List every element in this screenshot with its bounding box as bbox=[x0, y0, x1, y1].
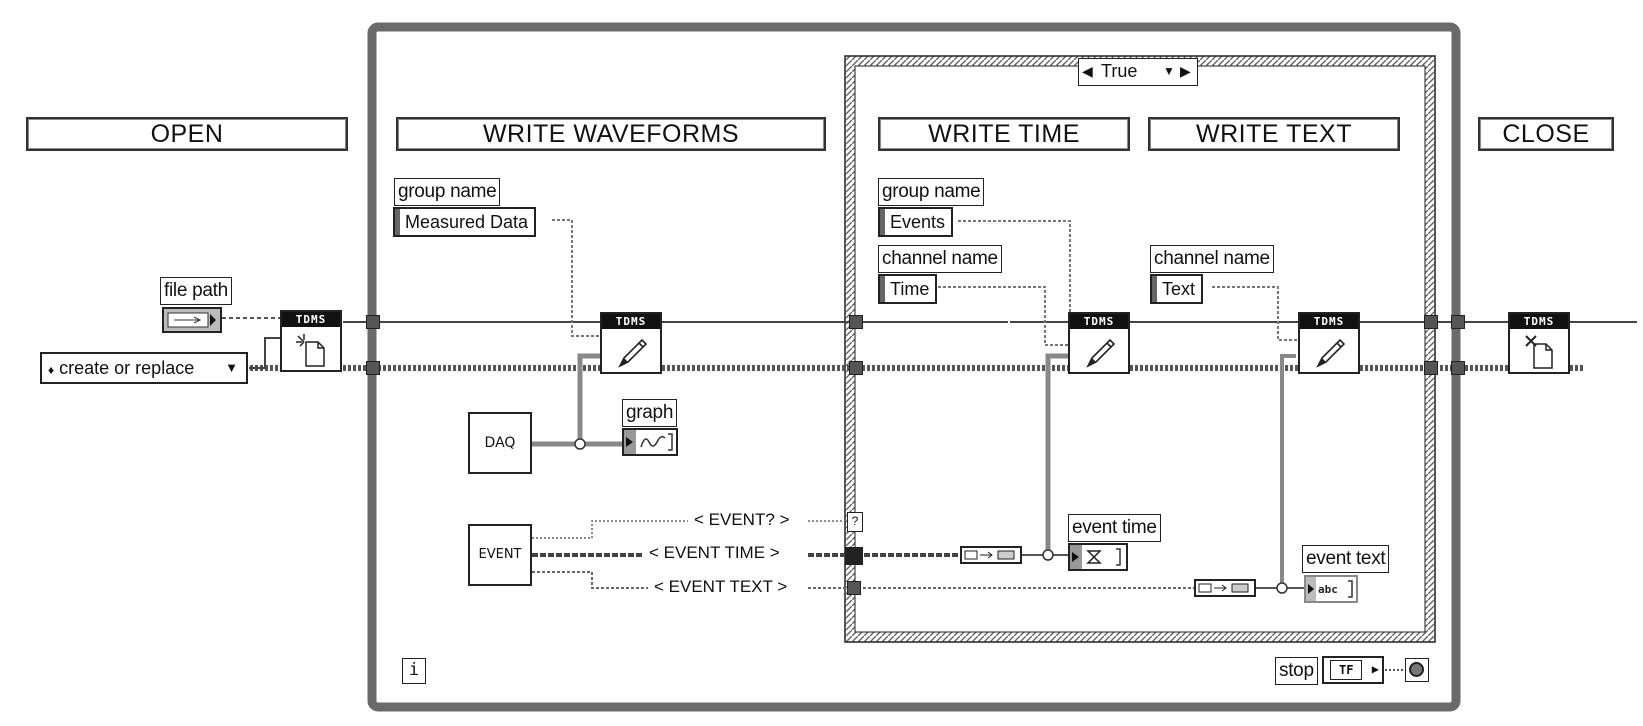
events-constant[interactable]: Events bbox=[878, 207, 954, 237]
tdms-header: TDMS bbox=[1510, 314, 1568, 329]
case-tunnel bbox=[845, 547, 863, 565]
bundle-icon bbox=[1198, 583, 1249, 593]
text-constant[interactable]: Text bbox=[1150, 274, 1204, 304]
event-time-indicator bbox=[1068, 543, 1128, 571]
waveform-icon bbox=[624, 430, 673, 454]
tdms-write-node[interactable]: TDMS bbox=[1068, 312, 1130, 374]
string-icon: abc bbox=[1306, 577, 1353, 601]
chevron-down-icon[interactable]: ▼ bbox=[225, 360, 238, 375]
graph-label: graph bbox=[622, 399, 678, 427]
tdms-header: TDMS bbox=[282, 312, 340, 327]
stop-label: stop bbox=[1275, 657, 1318, 685]
event-q-output: < EVENT? > bbox=[690, 510, 794, 530]
operation-value: create or replace bbox=[59, 358, 195, 378]
tdms-header: TDMS bbox=[602, 314, 660, 329]
tdms-write-node[interactable]: TDMS bbox=[600, 312, 662, 374]
section-write-text: WRITE TEXT bbox=[1148, 117, 1400, 151]
selector-terminal: ? bbox=[847, 512, 863, 532]
loop-tunnel bbox=[1451, 315, 1465, 329]
section-open: OPEN bbox=[26, 117, 348, 151]
event-text-output: < EVENT TEXT > bbox=[650, 577, 792, 597]
case-tunnel bbox=[1424, 315, 1438, 329]
loop-tunnel bbox=[366, 315, 380, 329]
timestamp-icon bbox=[1070, 545, 1121, 569]
event-node[interactable]: EVENT bbox=[468, 524, 532, 586]
channel-name-label: channel name bbox=[1150, 245, 1274, 273]
group-name-label: group name bbox=[878, 178, 985, 206]
bundle-icon bbox=[964, 550, 1015, 560]
path-icon bbox=[167, 312, 216, 328]
tdms-header: TDMS bbox=[1300, 314, 1358, 329]
case-selector[interactable]: ◀ True ▼ ▶ bbox=[1078, 58, 1198, 86]
daq-node[interactable]: DAQ bbox=[468, 412, 532, 474]
file-path-control[interactable] bbox=[162, 307, 222, 333]
graph-indicator bbox=[622, 428, 678, 456]
case-dropdown-icon[interactable]: ▼ bbox=[1163, 64, 1175, 78]
file-path-label: file path bbox=[160, 277, 232, 305]
section-write-time: WRITE TIME bbox=[878, 117, 1130, 151]
svg-text:abc: abc bbox=[1318, 583, 1338, 596]
tdms-write-icon bbox=[1316, 338, 1346, 368]
tdms-close-icon bbox=[1525, 335, 1553, 369]
unbundle-time-node[interactable] bbox=[960, 546, 1022, 564]
measured-data-constant[interactable]: Measured Data bbox=[393, 207, 537, 237]
loop-tunnel bbox=[366, 361, 380, 375]
stop-button-icon bbox=[1405, 658, 1429, 682]
iteration-terminal: i bbox=[402, 658, 426, 684]
tdms-write-icon bbox=[1086, 338, 1116, 368]
operation-enum[interactable]: ♦ create or replace ▼ bbox=[40, 352, 248, 384]
tdms-close-node[interactable]: TDMS bbox=[1508, 312, 1570, 374]
loop-tunnel bbox=[1451, 361, 1465, 375]
group-name-label: group name bbox=[394, 178, 501, 206]
event-time-output: < EVENT TIME > bbox=[645, 543, 784, 563]
section-close: CLOSE bbox=[1478, 117, 1614, 151]
event-time-label: event time bbox=[1068, 514, 1161, 542]
event-text-indicator: abc bbox=[1304, 575, 1358, 603]
time-constant[interactable]: Time bbox=[878, 274, 938, 304]
event-text-label: event text bbox=[1302, 545, 1390, 573]
case-tunnel bbox=[1424, 361, 1438, 375]
tdms-open-icon bbox=[296, 334, 325, 367]
case-tunnel bbox=[849, 315, 863, 329]
tdms-open-node[interactable]: TDMS bbox=[280, 310, 342, 372]
tdms-write-icon bbox=[618, 338, 648, 368]
section-write-waveforms: WRITE WAVEFORMS bbox=[396, 117, 826, 151]
stop-control[interactable]: TF ▶ bbox=[1322, 656, 1384, 684]
tdms-header: TDMS bbox=[1070, 314, 1128, 329]
case-value: True bbox=[1101, 61, 1138, 81]
stop-arrow-icon: ▶ bbox=[1371, 662, 1379, 676]
enum-increment-icon[interactable]: ♦ bbox=[48, 363, 55, 377]
case-next-icon[interactable]: ▶ bbox=[1180, 63, 1191, 79]
case-tunnel bbox=[849, 361, 863, 375]
channel-name-label: channel name bbox=[878, 245, 1002, 273]
case-tunnel bbox=[847, 581, 861, 595]
unbundle-text-node[interactable] bbox=[1194, 579, 1256, 597]
tdms-write-node[interactable]: TDMS bbox=[1298, 312, 1360, 374]
case-prev-icon[interactable]: ◀ bbox=[1082, 63, 1093, 79]
